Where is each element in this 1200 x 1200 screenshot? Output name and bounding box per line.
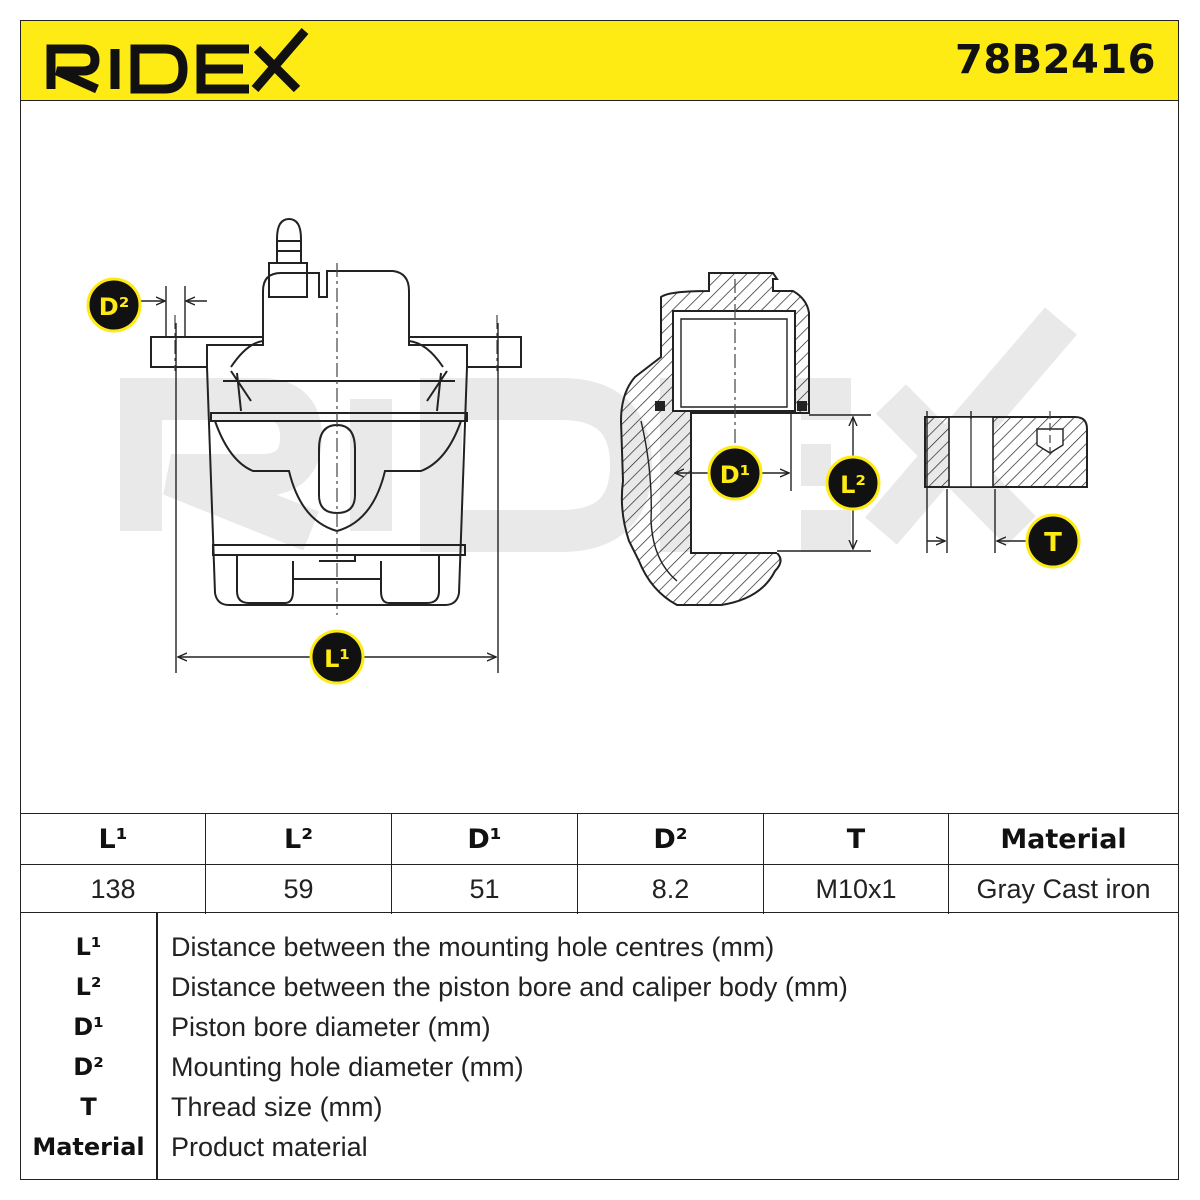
svg-text:D²: D² [99,293,129,321]
spec-value-cell: M10x1 [764,864,949,914]
ridex-logo [46,28,309,94]
callout-d1: D¹ [707,445,763,501]
technical-drawing: D² L¹ D¹ L² T [21,101,1178,813]
callout-d2: D² [86,277,142,333]
legend-desc: Product material [171,1131,368,1162]
legend-key: D² [73,1053,104,1081]
legend: L¹ Distance between the mounting hole ce… [21,913,1178,1179]
legend-item: D¹ Piston bore diameter (mm) [21,1007,1178,1047]
watermark-logo [120,307,1077,552]
svg-text:L²: L² [840,471,866,499]
legend-key: Material [32,1133,145,1161]
legend-item: D² Mounting hole diameter (mm) [21,1047,1178,1087]
callout-l1: L¹ [309,629,365,685]
spec-value-cell: 59 [206,864,392,914]
caliper-diagram: D² L¹ D¹ L² T [86,217,1088,685]
spec-header-cell: D¹ [392,814,578,864]
part-number: 78B2416 [955,37,1156,83]
spec-value-cell: Gray Cast iron [976,873,1151,904]
legend-divider [156,913,158,1179]
svg-text:D¹: D¹ [720,461,750,489]
legend-item: T Thread size (mm) [21,1087,1178,1127]
spec-header-cell: T [764,814,949,864]
spec-header-cell: Material [1000,823,1127,855]
legend-key: L¹ [75,933,102,961]
callout-l2: L² [825,455,881,511]
legend-desc: Thread size (mm) [171,1091,383,1122]
legend-key: D¹ [73,1013,104,1041]
svg-text:L¹: L¹ [324,645,350,673]
caliper-section-view [619,272,810,606]
legend-desc: Distance between the mounting hole centr… [171,931,775,962]
spec-header-cell: L¹ [21,814,206,864]
legend-item: L² Distance between the piston bore and … [21,967,1178,1007]
header-bar: 78B2416 [21,21,1178,101]
callout-t: T [1025,513,1081,569]
spec-header-row: L¹ L² D¹ D² T Material [21,814,1178,865]
legend-item: Material Product material [21,1127,1178,1167]
spec-table: L¹ L² D¹ D² T Material 138 59 51 8.2 M10… [21,813,1178,914]
spec-value-cell: 51 [392,864,578,914]
product-sheet: 78B2416 [20,20,1179,1180]
legend-desc: Piston bore diameter (mm) [171,1011,491,1042]
legend-item: L¹ Distance between the mounting hole ce… [21,927,1178,967]
spec-value-cell: 8.2 [578,864,764,914]
svg-text:T: T [1044,528,1062,558]
spec-header-cell: L² [206,814,392,864]
spec-header-cell: D² [578,814,764,864]
legend-desc: Distance between the piston bore and cal… [171,971,848,1002]
legend-desc: Mounting hole diameter (mm) [171,1051,524,1082]
spec-value-row: 138 59 51 8.2 M10x1 Gray Cast iron [21,864,1178,914]
legend-key: T [80,1093,97,1121]
thread-section-view [924,411,1088,553]
legend-key: L² [75,973,102,1001]
spec-value-cell: 138 [21,864,206,914]
